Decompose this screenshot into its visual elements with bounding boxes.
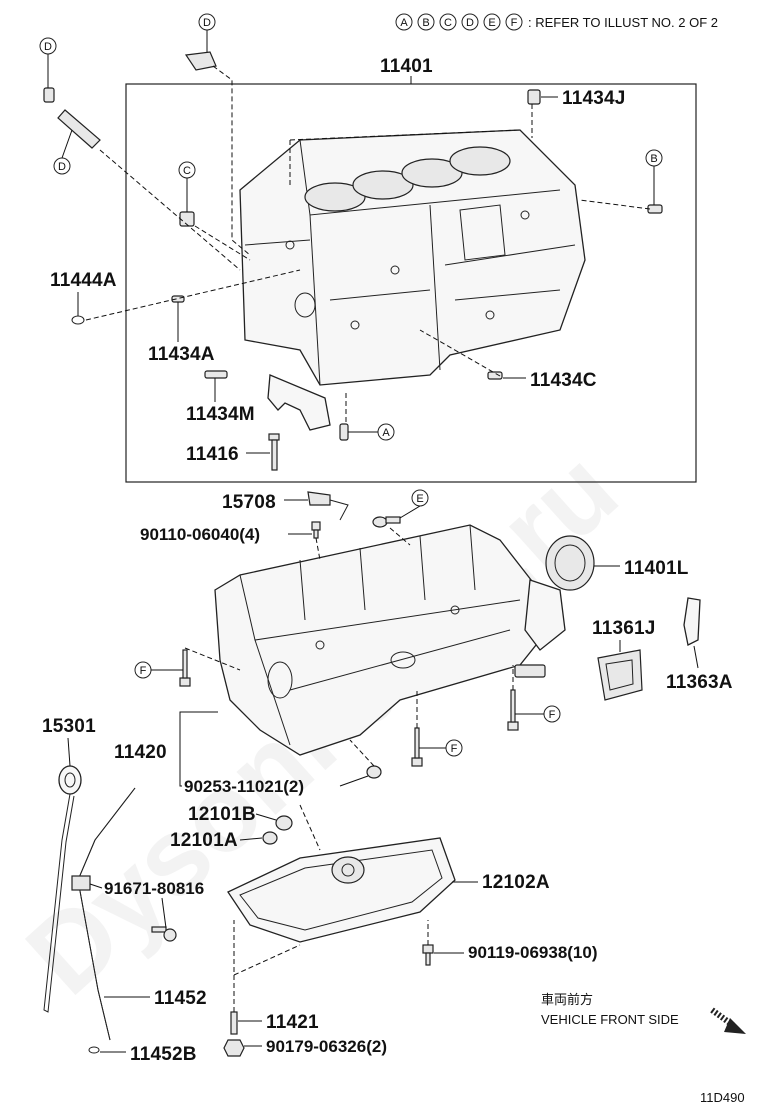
svg-text:D: D xyxy=(44,41,52,53)
front-jp: 車両前方 xyxy=(541,992,593,1007)
bolt-11416 xyxy=(268,433,280,471)
pad-right xyxy=(514,664,546,678)
plug-C xyxy=(179,211,195,227)
svg-text:C: C xyxy=(183,165,191,177)
cylinder-block xyxy=(239,129,586,386)
ref-circle-d3: D xyxy=(53,157,71,175)
label-11421: 11421 xyxy=(266,1012,319,1033)
label-90110: 90110-06040(4) xyxy=(140,525,260,544)
illust-code: 11D490 xyxy=(700,1090,745,1105)
svg-text:A: A xyxy=(382,427,390,439)
label-91671: 91671-80816 xyxy=(104,879,204,898)
oil-seal-11401L xyxy=(545,535,595,591)
ref-circle-c1: C xyxy=(178,161,196,179)
label-90179: 90179-06326(2) xyxy=(266,1037,387,1056)
sensor-15708 xyxy=(307,491,349,521)
pin-11434M xyxy=(204,370,228,379)
label-90253: 90253-11021(2) xyxy=(184,777,304,796)
label-11420: 11420 xyxy=(114,742,167,763)
ref-circle-e1: E xyxy=(411,489,429,507)
label-12101A: 12101A xyxy=(170,830,238,851)
dipstick-15301 xyxy=(43,765,82,1013)
crankcase xyxy=(214,524,541,756)
label-15301: 15301 xyxy=(42,716,96,737)
svg-text:B: B xyxy=(422,17,429,29)
svg-text:C: C xyxy=(444,17,452,29)
label-11363A: 11363A xyxy=(666,672,733,693)
label-11416: 11416 xyxy=(186,444,239,465)
ref-circle-f3: F xyxy=(445,739,463,757)
label-11434A: 11434A xyxy=(148,344,215,365)
bolt-F-left xyxy=(179,649,191,687)
label-11444A: 11444A xyxy=(50,270,117,291)
stud-11421 xyxy=(230,1011,238,1035)
label-11452B: 11452B xyxy=(130,1044,197,1065)
sensor-D-top xyxy=(184,51,217,71)
bolt-E xyxy=(372,516,401,528)
svg-text:D: D xyxy=(58,161,66,173)
ref-circle-d2: D xyxy=(39,37,57,55)
svg-text:F: F xyxy=(451,743,458,755)
gasket-11361J xyxy=(597,649,643,701)
bolt-F-right xyxy=(507,689,519,731)
bolt-91671 xyxy=(151,926,177,942)
pin-A xyxy=(339,423,349,441)
ref-circle-a1: A xyxy=(377,423,395,441)
svg-text:F: F xyxy=(511,17,518,29)
o-ring-11452B xyxy=(88,1046,100,1054)
pin-11434J xyxy=(527,89,541,105)
dipstick-guide-11452 xyxy=(71,787,136,1041)
o-ring-11444A xyxy=(71,315,85,325)
nut-90179 xyxy=(223,1039,245,1057)
label-11401L: 11401L xyxy=(624,558,689,579)
plug-12101A xyxy=(262,831,278,845)
pin-B xyxy=(647,204,663,214)
sensor-D-left xyxy=(43,87,101,149)
label-11434M: 11434M xyxy=(186,404,255,425)
svg-text:E: E xyxy=(416,493,423,505)
label-11434J: 11434J xyxy=(562,88,626,109)
svg-text:E: E xyxy=(488,17,495,29)
svg-text:D: D xyxy=(203,17,211,29)
ref-circle-b1: B xyxy=(645,149,663,167)
svg-text:A: A xyxy=(400,17,408,29)
label-12102A: 12102A xyxy=(482,872,550,893)
ref-circle-d1: D xyxy=(198,13,216,31)
svg-text:B: B xyxy=(650,153,657,165)
front-arrow-icon xyxy=(710,1007,746,1034)
label-11361J: 11361J xyxy=(592,618,656,639)
refer-text: : REFER TO ILLUST NO. 2 OF 2 xyxy=(528,15,718,30)
label-12101B: 12101B xyxy=(188,804,256,825)
oil-seal-retainer xyxy=(524,579,566,651)
bolt-90119 xyxy=(422,944,434,966)
ref-circle-f2: F xyxy=(543,705,561,723)
bolt-90253 xyxy=(366,765,382,779)
label-11401: 11401 xyxy=(380,56,433,77)
label-11452: 11452 xyxy=(154,988,207,1009)
svg-text:F: F xyxy=(140,665,147,677)
vehicle-front-indicator: 車両前方 VEHICLE FRONT SIDE xyxy=(541,992,746,1034)
label-15708: 15708 xyxy=(222,492,276,513)
oil-pan xyxy=(227,837,456,943)
ref-circle-f1: F xyxy=(134,661,152,679)
seal-11363A xyxy=(683,597,701,646)
washer-12101B xyxy=(275,815,293,831)
bearing-cap xyxy=(267,374,331,431)
bolt-F-mid xyxy=(411,727,423,767)
label-90119: 90119-06938(10) xyxy=(468,943,598,962)
svg-text:F: F xyxy=(549,709,556,721)
pin-11434C xyxy=(487,371,503,380)
front-en: VEHICLE FRONT SIDE xyxy=(541,1012,679,1027)
refer-header: A B C D E F : REFER TO ILLUST NO. 2 OF 2 xyxy=(395,13,718,31)
svg-text:D: D xyxy=(466,17,474,29)
bolt-90110 xyxy=(311,521,321,539)
label-11434C: 11434C xyxy=(530,370,597,391)
